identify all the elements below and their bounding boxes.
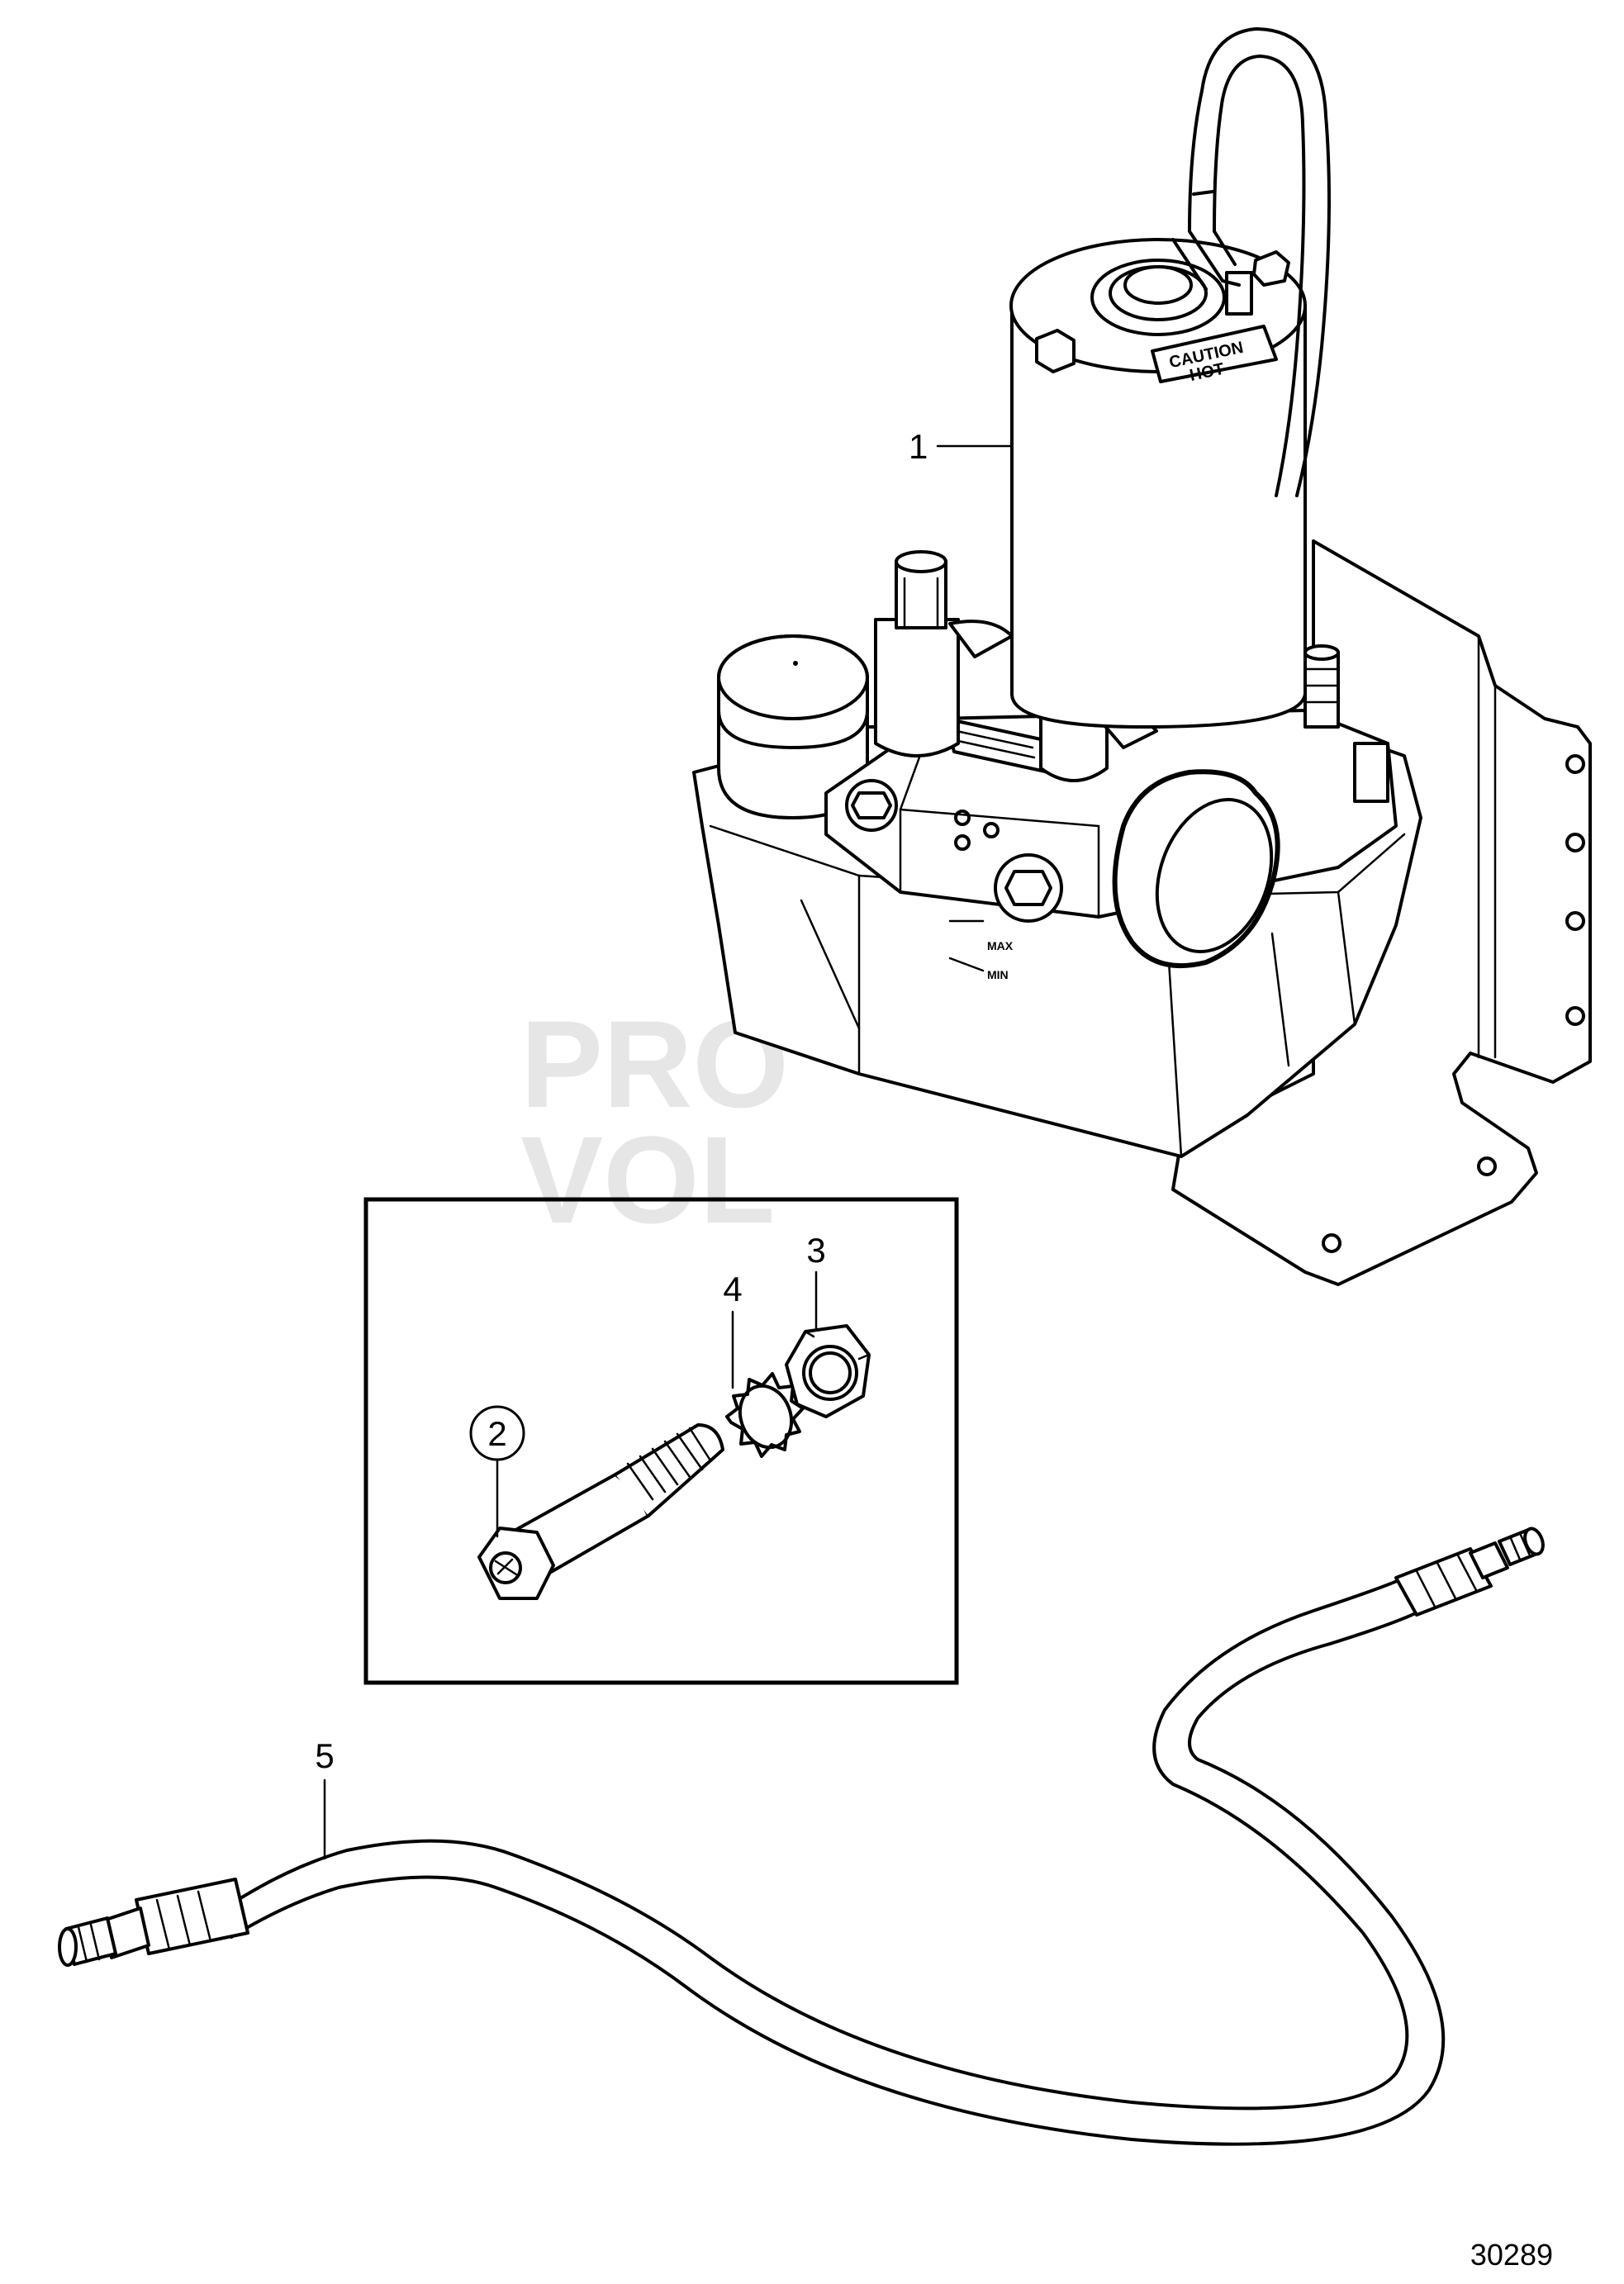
callout-2-label: 2	[487, 1414, 506, 1453]
manual-release-knob	[1112, 769, 1280, 969]
callout-5-label: 5	[315, 1736, 334, 1775]
callout-4-label: 4	[723, 1270, 742, 1308]
hex-nut	[785, 1324, 871, 1418]
watermark-line2: VOL	[520, 1110, 775, 1249]
electric-motor: CAUTION HOT	[1009, 238, 1307, 729]
level-max-label: MAX	[987, 939, 1014, 952]
trim-pump-unit: MAX MIN	[692, 27, 1592, 1286]
callout-1: 1	[909, 427, 1014, 466]
callout-3-label: 3	[806, 1231, 825, 1270]
level-min-label: MIN	[987, 968, 1009, 981]
bolt	[477, 1423, 724, 1600]
figure-id: 30289	[1470, 2238, 1553, 2272]
callout-5: 5	[315, 1736, 335, 1860]
power-cable	[1171, 27, 1331, 497]
hose-end-left	[58, 1878, 249, 1967]
callout-3: 3	[806, 1231, 826, 1330]
hydraulic-hose	[58, 1527, 1545, 2146]
detail-inset: 2 3 4	[363, 1197, 959, 1685]
callout-1-label: 1	[909, 427, 928, 466]
caution-label: CAUTION HOT	[1151, 325, 1278, 385]
lock-washer	[725, 1372, 805, 1458]
port-fitting-left	[874, 550, 1014, 757]
hose-end-right	[1394, 1527, 1545, 1617]
callout-2: 2	[469, 1405, 525, 1538]
callout-4: 4	[723, 1270, 743, 1389]
